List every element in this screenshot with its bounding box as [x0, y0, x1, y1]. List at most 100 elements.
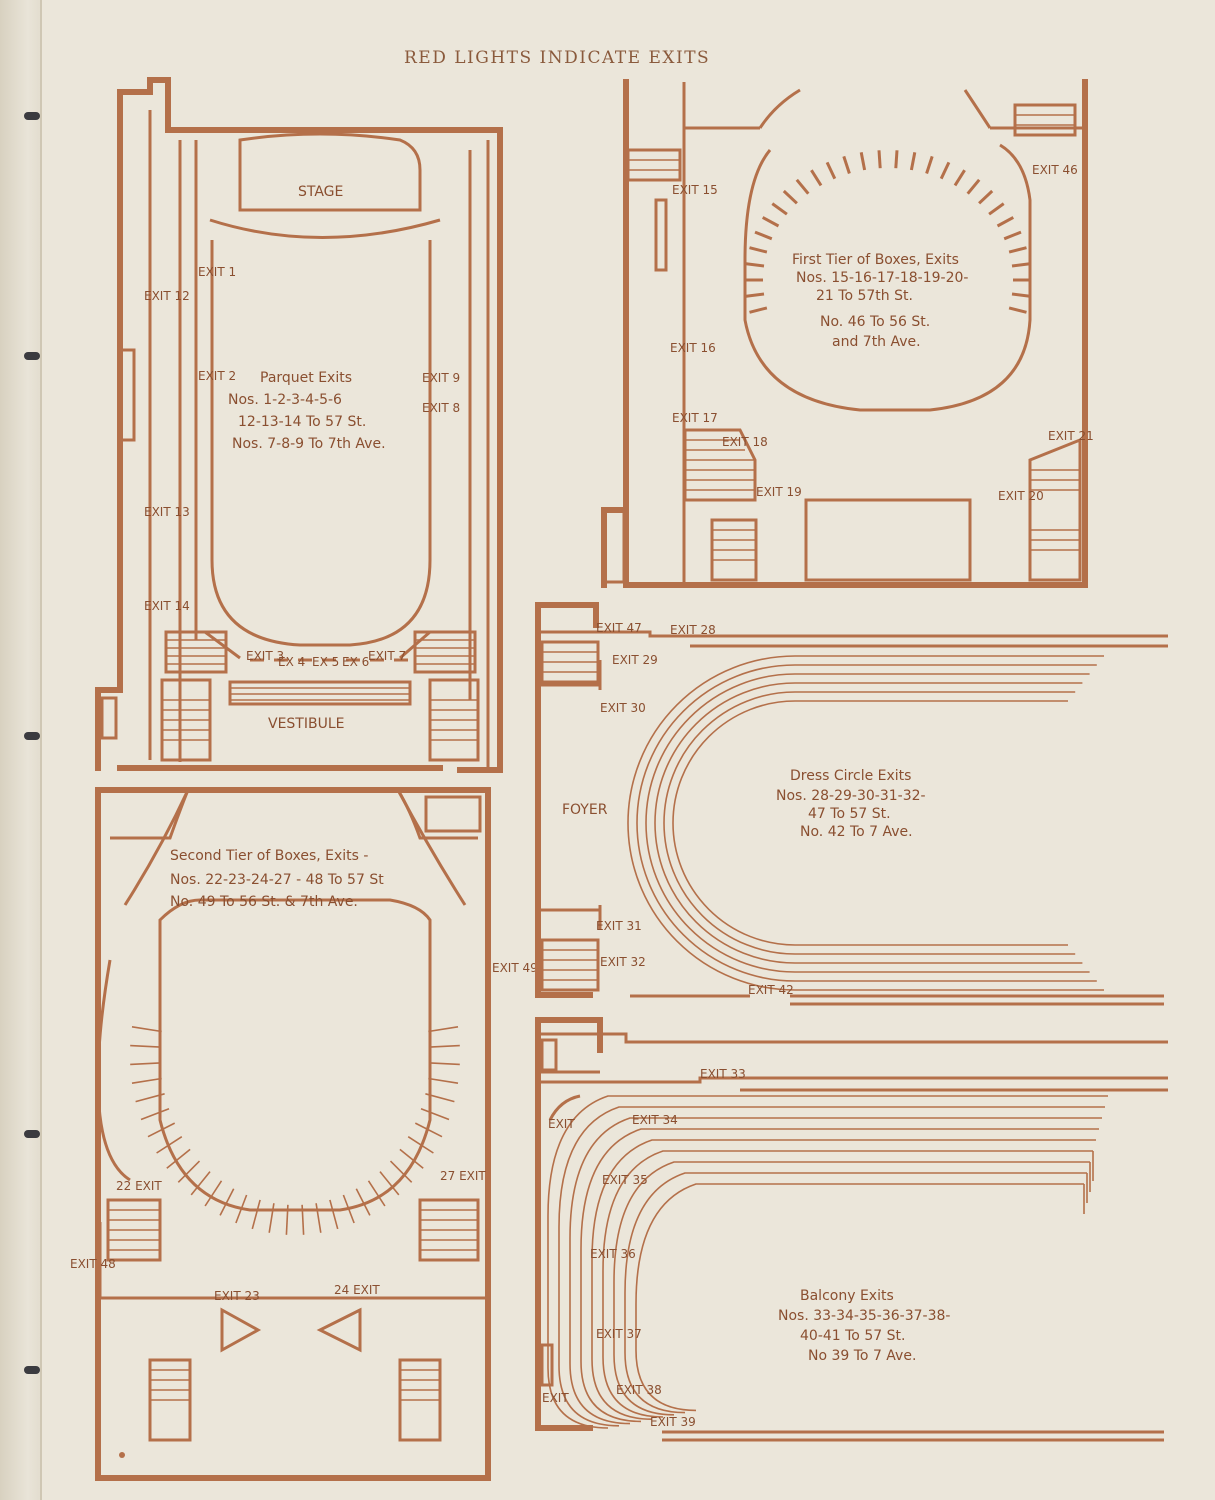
exit-label: EXIT 17	[672, 411, 718, 425]
exit-label: EXIT 31	[596, 919, 642, 933]
first-tier-plan: First Tier of Boxes, Exits Nos. 15-16-17…	[601, 79, 1094, 588]
plan-line	[749, 306, 768, 314]
second-tier-plan: Second Tier of Boxes, Exits - Nos. 22-23…	[70, 787, 538, 1481]
plan-line	[953, 169, 966, 187]
seating-row	[547, 1095, 1108, 1429]
exit-label: EXIT 9	[422, 371, 460, 385]
exit-label: EXIT 29	[612, 653, 658, 667]
plan-line	[988, 202, 1005, 216]
parquet-vestibule-label: VESTIBULE	[268, 716, 345, 732]
dress-circle-seating-rows	[627, 655, 1104, 991]
exit-label: EXIT 32	[600, 955, 646, 969]
exit-label: EXIT 34	[632, 1113, 678, 1127]
parquet-stage	[238, 132, 422, 212]
plan-line	[135, 1093, 165, 1103]
dress-circle-line-3: No. 42 To 7 Ave.	[800, 824, 913, 840]
plan-line	[367, 1180, 386, 1207]
first-tier-stage-box	[804, 498, 972, 582]
binding-staple	[24, 1366, 40, 1374]
exit-label: EXIT 39	[650, 1415, 696, 1429]
exit-label: EXIT 1	[198, 265, 236, 279]
first-tier-line-3: No. 46 To 56 St.	[820, 314, 930, 330]
second-tier-title: Second Tier of Boxes, Exits -	[170, 848, 368, 864]
plan-line	[795, 178, 810, 195]
plan-line	[268, 1203, 275, 1233]
exit-label: EXIT 14	[144, 599, 190, 613]
plan-line	[399, 1148, 424, 1169]
plan-line	[166, 1148, 191, 1169]
exit-label: EXIT 3	[246, 649, 284, 663]
exit-label: EXIT 35	[602, 1173, 648, 1187]
binding-staple	[24, 1130, 40, 1138]
seating-row	[672, 700, 1068, 946]
exit-label: EXIT 21	[1048, 429, 1094, 443]
plan-line	[429, 1044, 460, 1048]
plan-line	[315, 1203, 322, 1233]
seating-row	[569, 1117, 1102, 1425]
plan-line	[204, 1180, 223, 1207]
first-tier-box-partitions	[745, 150, 1031, 314]
exit-label: EXIT 2	[198, 369, 236, 383]
exit-label: EX 6	[342, 655, 369, 669]
dress-circle-plan: FOYER Dress Circle Exits Nos. 28-29-30-3…	[535, 602, 1168, 1006]
exit-label: EXIT 16	[670, 341, 716, 355]
plan-line	[842, 155, 851, 174]
plan-line	[414, 1122, 443, 1138]
seating-row	[635, 1183, 1084, 1412]
plan-line	[131, 1077, 162, 1084]
plan-line	[420, 1108, 450, 1121]
exit-label: EXIT 30	[600, 701, 646, 715]
seating-row	[580, 1128, 1099, 1423]
plan-line	[131, 1026, 162, 1033]
binding-staple	[24, 732, 40, 740]
parquet-line-2: 12-13-14 To 57 St.	[238, 414, 366, 430]
plan-line	[130, 1062, 161, 1066]
plan-line	[177, 1160, 201, 1183]
binding-staple	[24, 352, 40, 360]
seating-row	[613, 1161, 1090, 1416]
plan-line	[130, 1044, 161, 1048]
seating-row	[602, 1150, 1093, 1418]
plan-line	[749, 246, 768, 254]
plan-line	[825, 161, 837, 180]
exit-label: EXIT 28	[670, 623, 716, 637]
plan-line	[147, 1122, 176, 1138]
plan-line	[745, 292, 765, 298]
exit-label: EX 5	[312, 655, 339, 669]
plan-line	[1003, 230, 1022, 241]
exit-label: EXIT 48	[70, 1257, 116, 1271]
seating-row	[624, 1172, 1087, 1414]
plan-line	[771, 202, 788, 216]
plan-line	[425, 1093, 455, 1103]
plan-line	[235, 1194, 248, 1224]
first-tier-line-2: 21 To 57th St.	[816, 288, 913, 304]
binding-staple	[24, 112, 40, 120]
seating-row	[645, 673, 1090, 973]
plan-line	[1011, 262, 1031, 268]
exit-label: EX 4	[278, 655, 305, 669]
seating-row	[663, 691, 1076, 955]
plan-line	[140, 1108, 170, 1121]
exit-label: EXIT 33	[700, 1067, 746, 1081]
plan-line	[190, 1171, 211, 1196]
plan-line	[379, 1171, 400, 1196]
exit-label: 22 EXIT	[116, 1179, 162, 1193]
parquet-plan: STAGE VESTIBULE Parquet Exits Nos. 1-2-3…	[95, 77, 503, 773]
plan-line	[1008, 306, 1027, 314]
plan-line	[996, 216, 1015, 228]
plan-line	[877, 150, 882, 169]
plan-line	[329, 1199, 339, 1230]
first-tier-title: First Tier of Boxes, Exits	[792, 252, 959, 268]
plan-line	[219, 1188, 235, 1216]
plan-line	[342, 1194, 355, 1224]
plan-line	[754, 230, 773, 241]
balcony-plan: Balcony Exits Nos. 33-34-35-36-37-38- 40…	[535, 1017, 1168, 1442]
exit-label: EXIT 37	[596, 1327, 642, 1341]
parquet-line-1: Nos. 1-2-3-4-5-6	[228, 392, 342, 408]
exit-label: EXIT 8	[422, 401, 460, 415]
exit-label: EXIT 47	[596, 621, 642, 635]
exit-label: EXIT 7	[368, 649, 406, 663]
seating-row	[591, 1139, 1096, 1420]
